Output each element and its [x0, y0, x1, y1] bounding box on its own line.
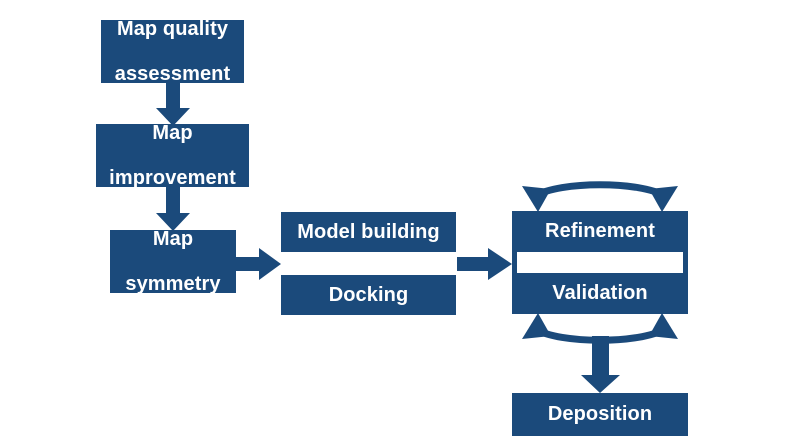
connector-cycle-bottom-arc [522, 313, 678, 344]
node-label-map-quality-assessment: Map quality assessment [107, 18, 238, 85]
node-validation[interactable]: Validation [512, 273, 688, 314]
cycle-group-left-rail [512, 252, 517, 273]
label-line-1: Map [152, 227, 194, 250]
node-map-symmetry[interactable]: Map symmetry [110, 228, 236, 295]
label-line-2: assessment [114, 62, 231, 85]
node-refinement[interactable]: Refinement [512, 211, 688, 252]
node-deposition[interactable]: Deposition [512, 393, 688, 436]
node-label-map-symmetry: Map symmetry [116, 228, 230, 295]
node-label-docking: Docking [328, 283, 409, 306]
connector-cycle-top-arc [522, 181, 678, 212]
node-docking[interactable]: Docking [281, 275, 456, 315]
node-label-deposition: Deposition [547, 403, 653, 426]
cycle-group-right-rail [683, 252, 688, 273]
connector-symmetry-to-building [236, 248, 281, 280]
node-model-building[interactable]: Model building [281, 212, 456, 252]
node-label-validation: Validation [552, 282, 648, 305]
label-line-1: Map [152, 121, 193, 144]
label-line-2: symmetry [125, 272, 221, 295]
connector-cycle-to-deposition [581, 336, 620, 393]
connector-quality-to-improvement [156, 83, 190, 126]
node-label-model-building: Model building [297, 220, 440, 243]
node-map-improvement[interactable]: Map improvement [96, 122, 249, 189]
node-label-map-improvement: Map improvement [102, 122, 243, 189]
label-line-2: improvement [109, 166, 236, 189]
node-label-refinement: Refinement [545, 220, 655, 243]
connector-building-to-refinement [457, 248, 512, 280]
connector-improvement-to-symmetry [156, 187, 190, 231]
label-line-1: Map quality [116, 17, 229, 40]
node-map-quality-assessment[interactable]: Map quality assessment [101, 18, 244, 85]
